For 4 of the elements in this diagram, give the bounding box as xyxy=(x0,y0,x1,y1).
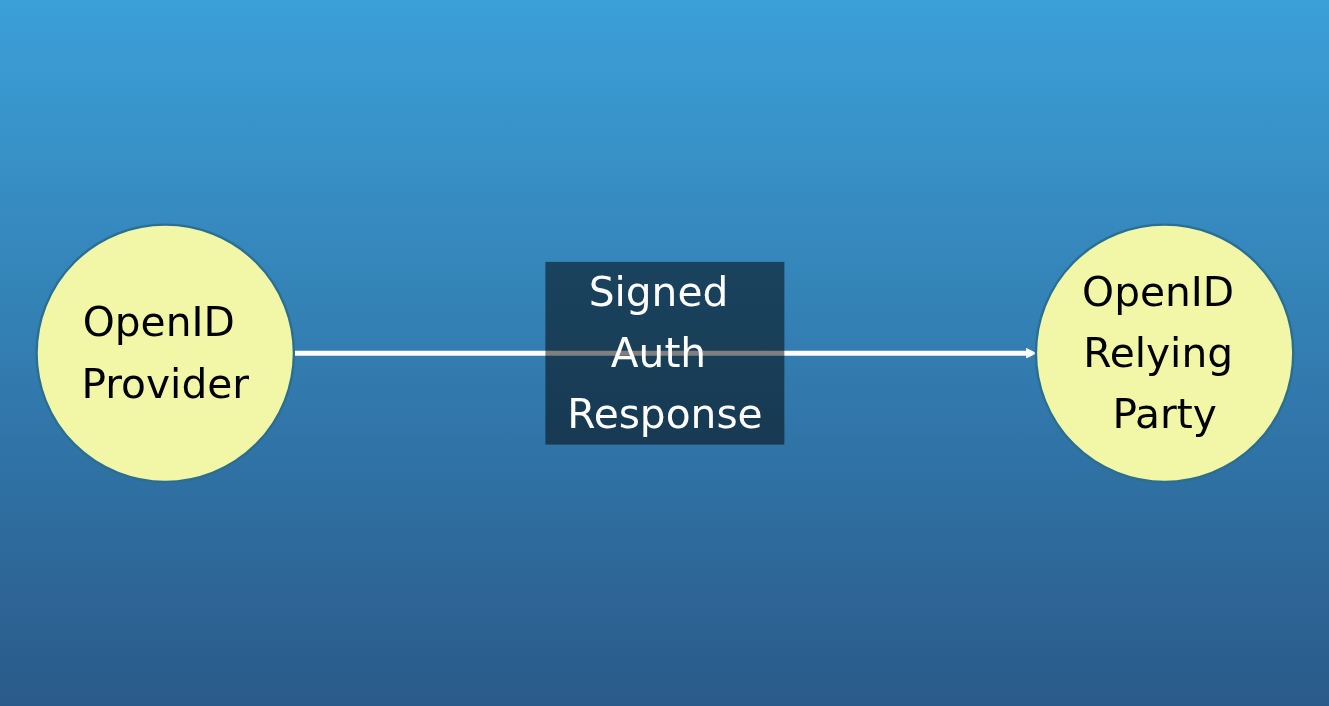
edge-label: Signed Auth Response xyxy=(566,267,763,438)
node-circle: OpenID Relying Party xyxy=(1034,223,1295,483)
node-circle: OpenID Provider xyxy=(34,223,295,483)
arrow xyxy=(293,347,1036,359)
